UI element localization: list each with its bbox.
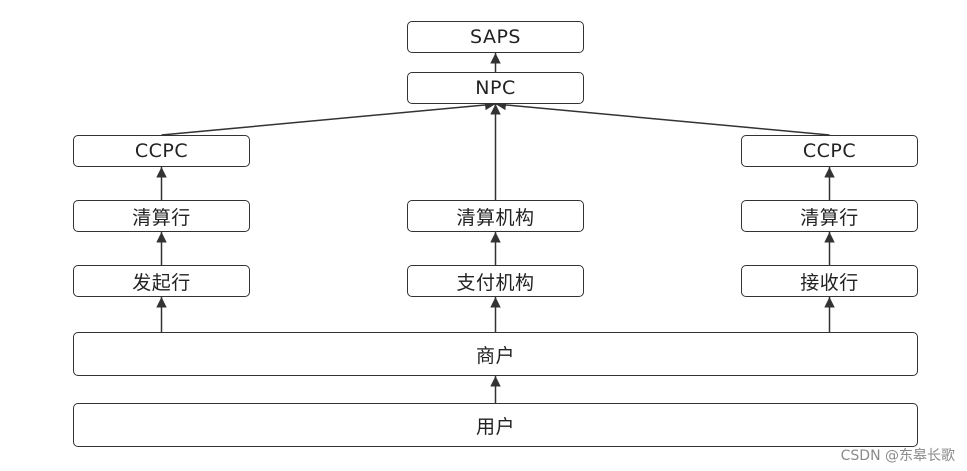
edge-ccpc_left-to-npc [161,99,496,136]
node-ccpc-left: CCPC [73,135,250,167]
node-clearing-institution: 清算机构 [407,200,584,232]
node-originating-bank: 发起行 [73,265,250,297]
node-user: 用户 [73,403,918,447]
node-clearing-bank-right: 清算行 [741,200,918,232]
node-payment-institution: 支付机构 [407,265,584,297]
node-merchant: 商户 [73,332,918,376]
node-npc: NPC [407,72,584,104]
node-clearing-bank-left: 清算行 [73,200,250,232]
watermark: CSDN @东皋长歌 [840,448,955,464]
node-saps: SAPS [407,21,584,53]
edge-ccpc_right-to-npc [495,99,830,136]
node-ccpc-right: CCPC [741,135,918,167]
node-receiving-bank: 接收行 [741,265,918,297]
